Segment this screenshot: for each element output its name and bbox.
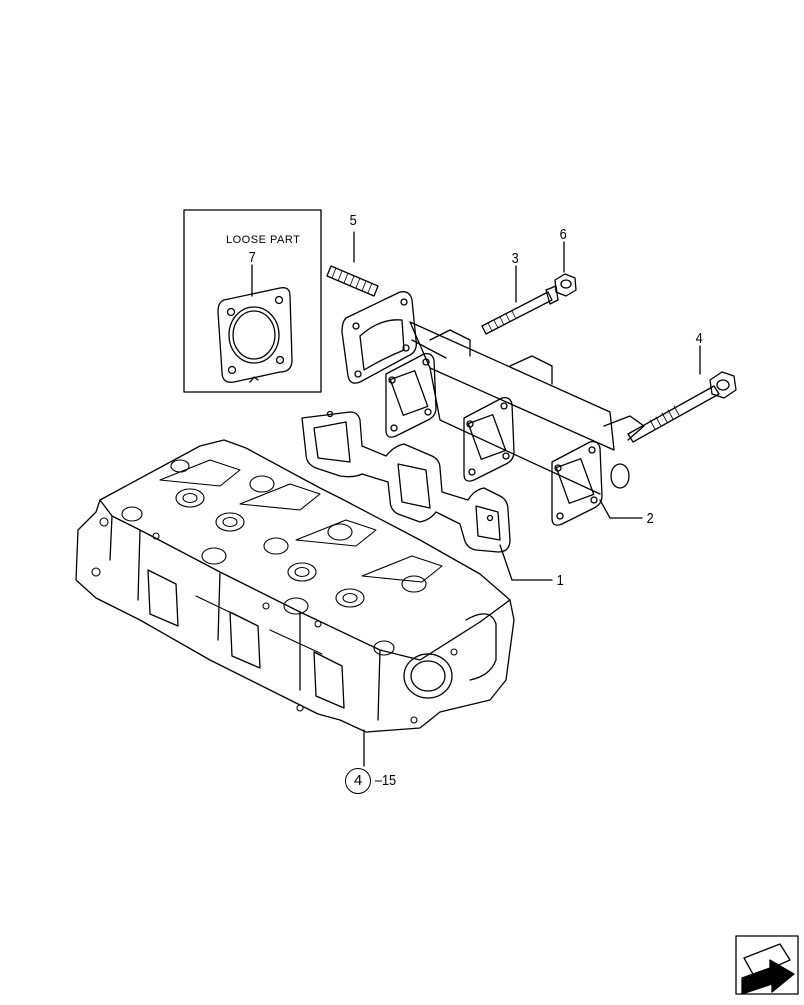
reference-suffix: –15 <box>374 772 397 789</box>
long-bolt-part <box>627 371 737 443</box>
callout-item-5: 5 <box>349 212 357 229</box>
callout-item-2: 2 <box>646 510 654 527</box>
callout-item-1: 1 <box>556 572 564 589</box>
callout-item-3: 3 <box>511 250 519 267</box>
reference-circle: 4 <box>345 768 371 794</box>
bolt-part <box>481 285 559 335</box>
exhaust-manifold-part <box>341 291 645 526</box>
nut-part <box>554 273 577 297</box>
leader-lines <box>353 231 701 767</box>
manifold-gasket-part <box>301 410 511 553</box>
page-turn-arrow-icon[interactable] <box>735 935 799 995</box>
loose-part-box <box>183 209 322 393</box>
callout-item-6: 6 <box>559 226 567 243</box>
flange-gasket-icon <box>217 287 293 383</box>
callout-item-7: 7 <box>248 249 256 266</box>
callout-item-4: 4 <box>695 330 703 347</box>
stud-part <box>326 265 379 297</box>
cylinder-head-part <box>75 439 515 733</box>
loose-part-label: LOOSE PART <box>226 234 301 246</box>
